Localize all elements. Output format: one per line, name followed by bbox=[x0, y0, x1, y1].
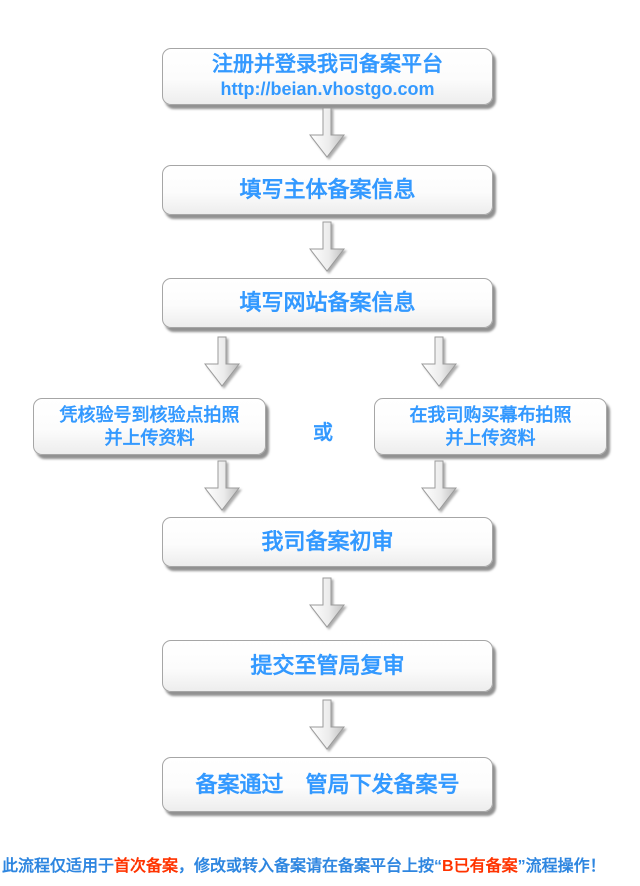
step-verify-point-line1: 凭核验号到核验点拍照 bbox=[59, 405, 240, 425]
step-approved-box: 备案通过 管局下发备案号 bbox=[162, 757, 493, 812]
footer-seg4-existing-filing: B已有备案 bbox=[442, 858, 518, 875]
step-initial-review-label: 我司备案初审 bbox=[261, 529, 394, 555]
step-approved-label: 备案通过 管局下发备案号 bbox=[195, 771, 460, 797]
step-register-title: 注册并登录我司备案平台 bbox=[212, 53, 443, 77]
step-bureau-review-box: 提交至管局复审 bbox=[162, 640, 493, 692]
footer-note: 此流程仅适用于首次备案，修改或转入备案请在备案平台上按“B已有备案”流程操作！ bbox=[2, 852, 640, 876]
step-initial-review-box: 我司备案初审 bbox=[162, 517, 493, 567]
or-label: 或 bbox=[313, 422, 333, 444]
step-buy-curtain-line2: 并上传资料 bbox=[445, 427, 536, 448]
step-website-label: 填写网站备案信息 bbox=[239, 290, 416, 316]
down-arrow-icon bbox=[308, 107, 346, 158]
down-arrow-icon bbox=[420, 460, 458, 511]
step-register-box: 注册并登录我司备案平台 http://beian.vhostgo.com bbox=[162, 48, 493, 105]
step-buy-curtain-line1: 在我司购买幕布拍照 bbox=[409, 405, 572, 425]
step-buy-curtain-box: 在我司购买幕布拍照 并上传资料 bbox=[374, 398, 607, 455]
step-website-box: 填写网站备案信息 bbox=[162, 278, 493, 328]
down-arrow-icon bbox=[308, 221, 346, 272]
footer-seg5: ”流程操作！ bbox=[517, 858, 606, 875]
step-verify-point-line2: 并上传资料 bbox=[104, 427, 195, 448]
down-arrow-icon bbox=[420, 336, 458, 387]
down-arrow-icon bbox=[308, 577, 346, 628]
step-subject-box: 填写主体备案信息 bbox=[162, 165, 493, 215]
step-register-url: http://beian.vhostgo.com bbox=[220, 79, 435, 100]
down-arrow-icon bbox=[203, 460, 241, 511]
down-arrow-icon bbox=[203, 336, 241, 387]
footer-seg3: ，修改或转入备案请在备案平台上按“ bbox=[178, 858, 443, 875]
step-subject-label: 填写主体备案信息 bbox=[239, 177, 416, 203]
footer-seg1: 此流程仅适用于 bbox=[2, 858, 115, 875]
footer-seg2-first-filing: 首次备案 bbox=[114, 858, 179, 875]
step-bureau-review-label: 提交至管局复审 bbox=[250, 653, 405, 679]
down-arrow-icon bbox=[308, 699, 346, 750]
step-verify-point-box: 凭核验号到核验点拍照 并上传资料 bbox=[33, 398, 266, 455]
